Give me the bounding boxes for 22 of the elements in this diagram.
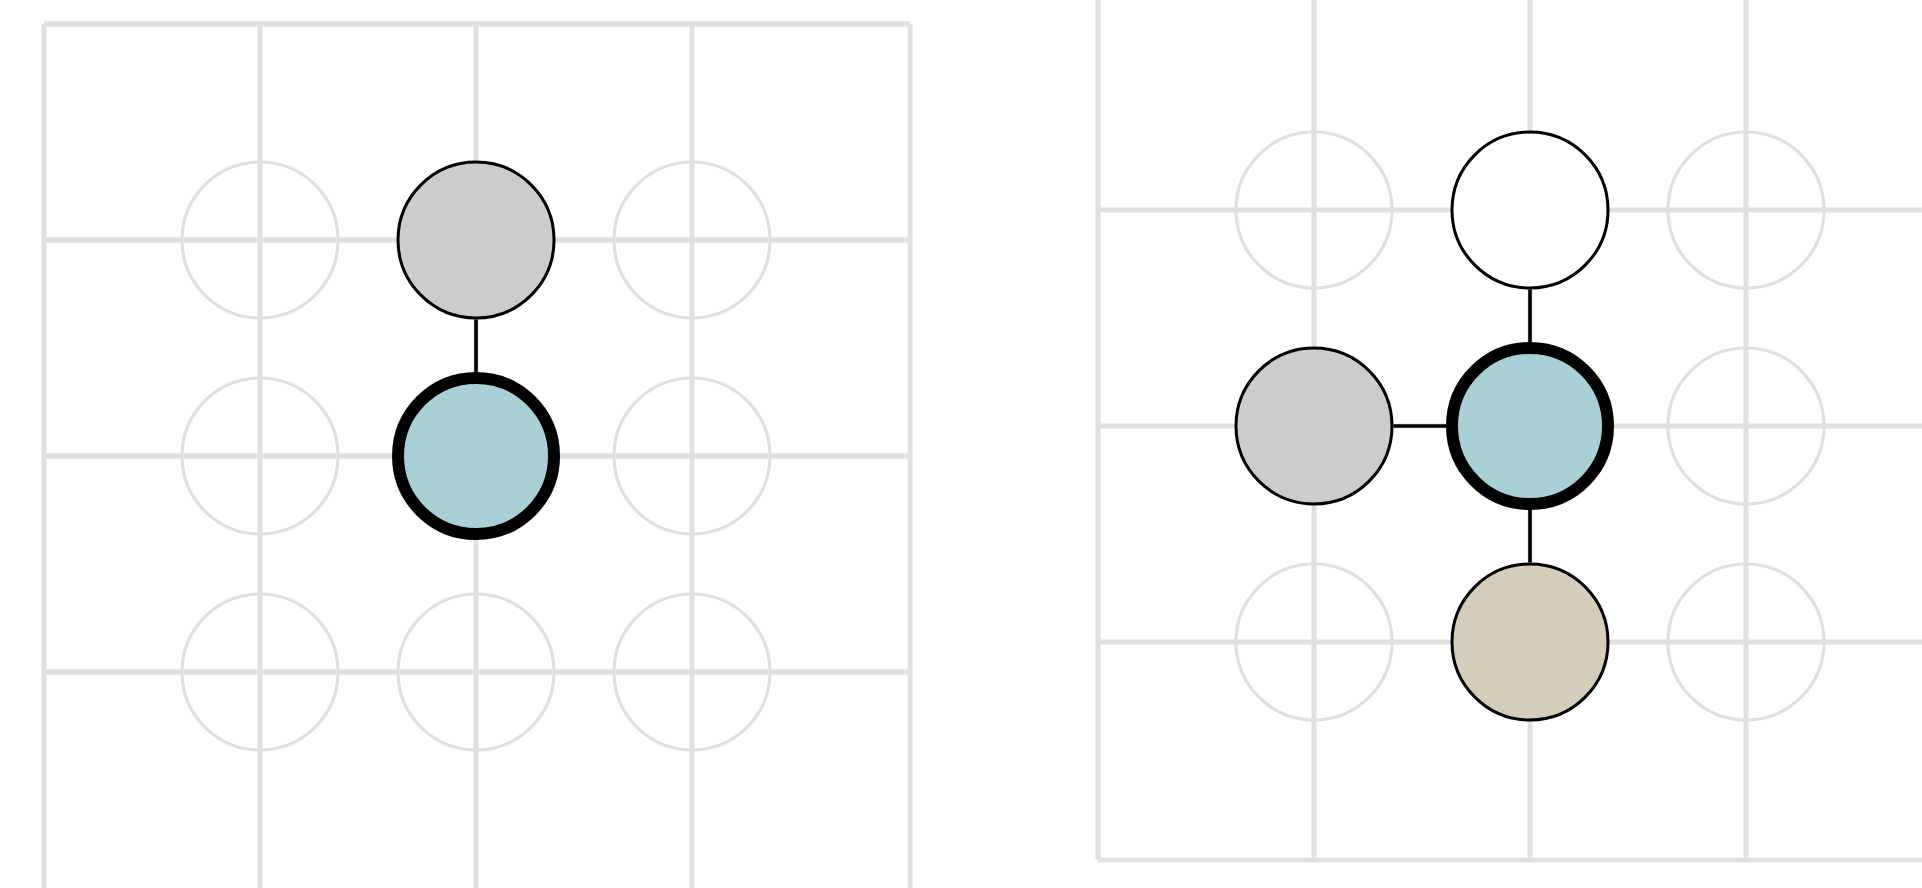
connector-line — [1528, 510, 1532, 563]
highlighted-circle — [392, 372, 560, 540]
faint-circle — [612, 160, 772, 320]
circle-node — [1234, 346, 1394, 506]
connector-line — [474, 319, 478, 372]
faint-circle — [1234, 562, 1394, 722]
faint-circle — [180, 376, 340, 536]
circle-node — [396, 160, 556, 320]
faint-circle — [180, 592, 340, 752]
faint-circle — [612, 376, 772, 536]
faint-circle — [1234, 130, 1394, 290]
circle-node — [1450, 130, 1610, 290]
highlighted-circle — [1446, 342, 1614, 510]
faint-circle — [1666, 130, 1826, 290]
faint-circle — [1666, 346, 1826, 506]
circle-node — [1450, 562, 1610, 722]
faint-circle — [612, 592, 772, 752]
connector-line — [1528, 289, 1532, 342]
faint-circle — [180, 160, 340, 320]
faint-circle — [396, 592, 556, 752]
connector-line — [1393, 424, 1446, 428]
faint-circle — [1666, 562, 1826, 722]
